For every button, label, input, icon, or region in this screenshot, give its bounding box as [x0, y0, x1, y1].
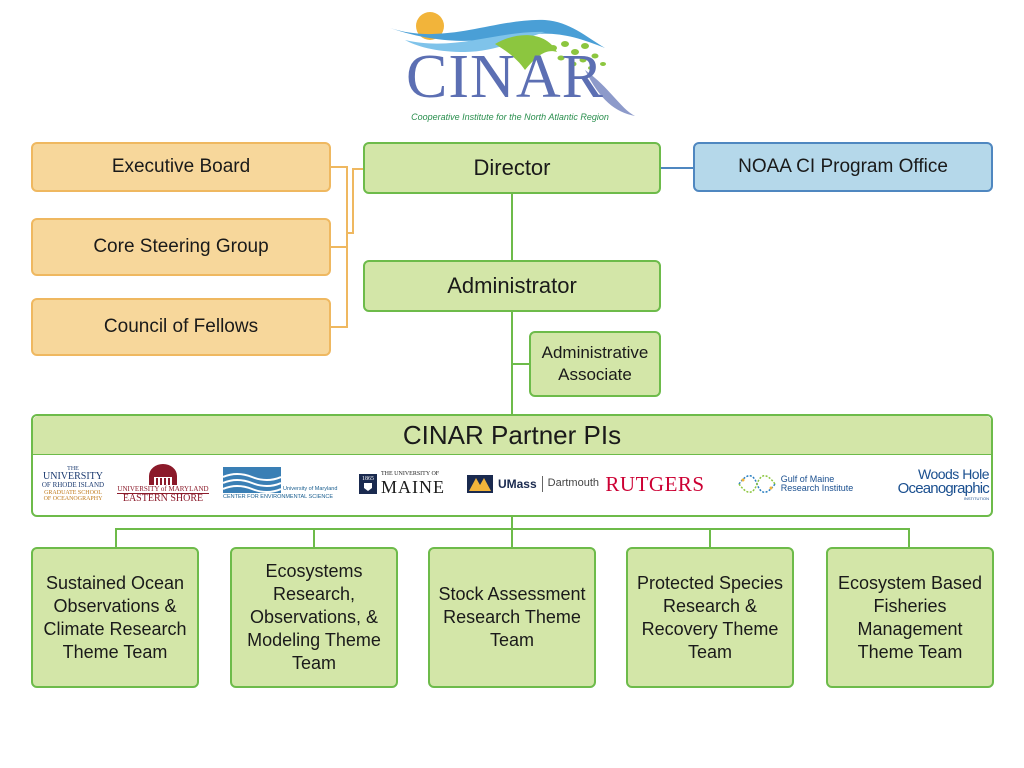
connector-associate: [511, 363, 530, 365]
umces-wave-icon: [223, 467, 281, 494]
maine-logo: 1865 THE UNIVERSITY OF MAINE: [351, 462, 453, 506]
uri-university: UNIVERSITY: [43, 470, 103, 482]
umass-name: UMass: [497, 476, 537, 491]
connector-director-admin: [511, 193, 513, 261]
gmri-research-institute: Research Institute: [780, 483, 854, 493]
team-sustained-ocean: Sustained Ocean Observations & Climate R…: [31, 547, 199, 688]
whoi-logo: Woods Hole Oceanographic INSTITUTION: [871, 462, 990, 506]
connector-orange-1: [330, 166, 348, 168]
connector-orange-vertical: [346, 166, 348, 328]
umes-university: UNIVERSITY of MARYLAND: [117, 484, 209, 494]
connector-orange-vertical-2: [352, 168, 354, 234]
whoi-woods-hole: Woods Hole: [917, 465, 990, 482]
connector-partners-teams: [511, 516, 513, 530]
executive-board-box: Executive Board: [31, 142, 331, 192]
team-ecosystems-research: Ecosystems Research, Observations, & Mod…: [230, 547, 398, 688]
administrative-associate-box: Administrative Associate: [529, 331, 661, 397]
gmri-gulf-of-maine: Gulf of Maine: [780, 473, 835, 484]
rutgers-logo: RUTGERS: [605, 462, 705, 506]
uri-oceanography: OF OCEANOGRAPHY: [43, 496, 103, 503]
team-ecosystem-based-fisheries: Ecosystem Based Fisheries Management The…: [826, 547, 994, 688]
connector-noaa: [660, 167, 694, 169]
uri-logo: THE UNIVERSITY OF RHODE ISLAND GRADUATE …: [39, 462, 107, 506]
connector-team-1: [115, 528, 117, 548]
maine-shield-icon: [364, 483, 372, 492]
umass-divider: [541, 476, 543, 492]
team-stock-assessment: Stock Assessment Research Theme Team: [428, 547, 596, 688]
umes-building-icon: [149, 463, 177, 485]
umces-university: University of Maryland: [283, 486, 338, 493]
maine-year: 1865: [362, 475, 374, 482]
umces-center: CENTER FOR ENVIRONMENTAL SCIENCE: [223, 494, 334, 501]
connector-orange-3: [330, 326, 348, 328]
umass-dartmouth-logo: UMass Dartmouth: [465, 462, 601, 506]
administrator-box: Administrator: [363, 260, 661, 312]
umes-eastern-shore: EASTERN SHORE: [122, 492, 204, 504]
cinar-logo-graphic: [390, 12, 635, 116]
logo-subtitle: Cooperative Institute for the North Atla…: [411, 112, 609, 122]
logo-title: CINAR: [406, 43, 604, 111]
team-protected-species: Protected Species Research & Recovery Th…: [626, 547, 794, 688]
whoi-oceanographic: Oceanographic: [897, 480, 990, 498]
uri-gso: GRADUATE SCHOOL: [44, 489, 102, 496]
director-box: Director: [363, 142, 661, 194]
noaa-ci-program-office-box: NOAA CI Program Office: [693, 142, 993, 192]
connector-orange-mid: [346, 232, 354, 234]
connector-orange-2: [330, 246, 348, 248]
umass-emblem-icon: [466, 475, 493, 493]
uri-the: THE: [67, 465, 79, 472]
core-steering-group-box: Core Steering Group: [31, 218, 331, 276]
connector-team-5: [908, 528, 910, 548]
connector-team-4: [709, 528, 711, 548]
umes-logo: UNIVERSITY of MARYLAND EASTERN SHORE: [117, 462, 209, 506]
partner-pis-box: CINAR Partner PIs THE UNIVERSITY OF RHOD…: [31, 414, 993, 517]
rutgers-name: RUTGERS: [605, 471, 705, 496]
partner-pis-title: CINAR Partner PIs: [33, 416, 991, 455]
umces-logo: University of Maryland CENTER FOR ENVIRO…: [223, 462, 341, 506]
connector-orange-director: [352, 168, 364, 170]
gmri-dna-icon: [738, 475, 776, 493]
maine-the-university: THE UNIVERSITY OF: [381, 471, 440, 478]
whoi-institution: INSTITUTION: [963, 496, 989, 502]
maine-name: MAINE: [381, 476, 445, 497]
connector-team-3: [511, 528, 513, 548]
gmri-logo: Gulf of Maine Research Institute: [725, 462, 865, 506]
council-of-fellows-box: Council of Fellows: [31, 298, 331, 356]
connector-team-2: [313, 528, 315, 548]
uri-rhode-island: OF RHODE ISLAND: [41, 481, 105, 490]
umass-dartmouth: Dartmouth: [547, 477, 600, 490]
